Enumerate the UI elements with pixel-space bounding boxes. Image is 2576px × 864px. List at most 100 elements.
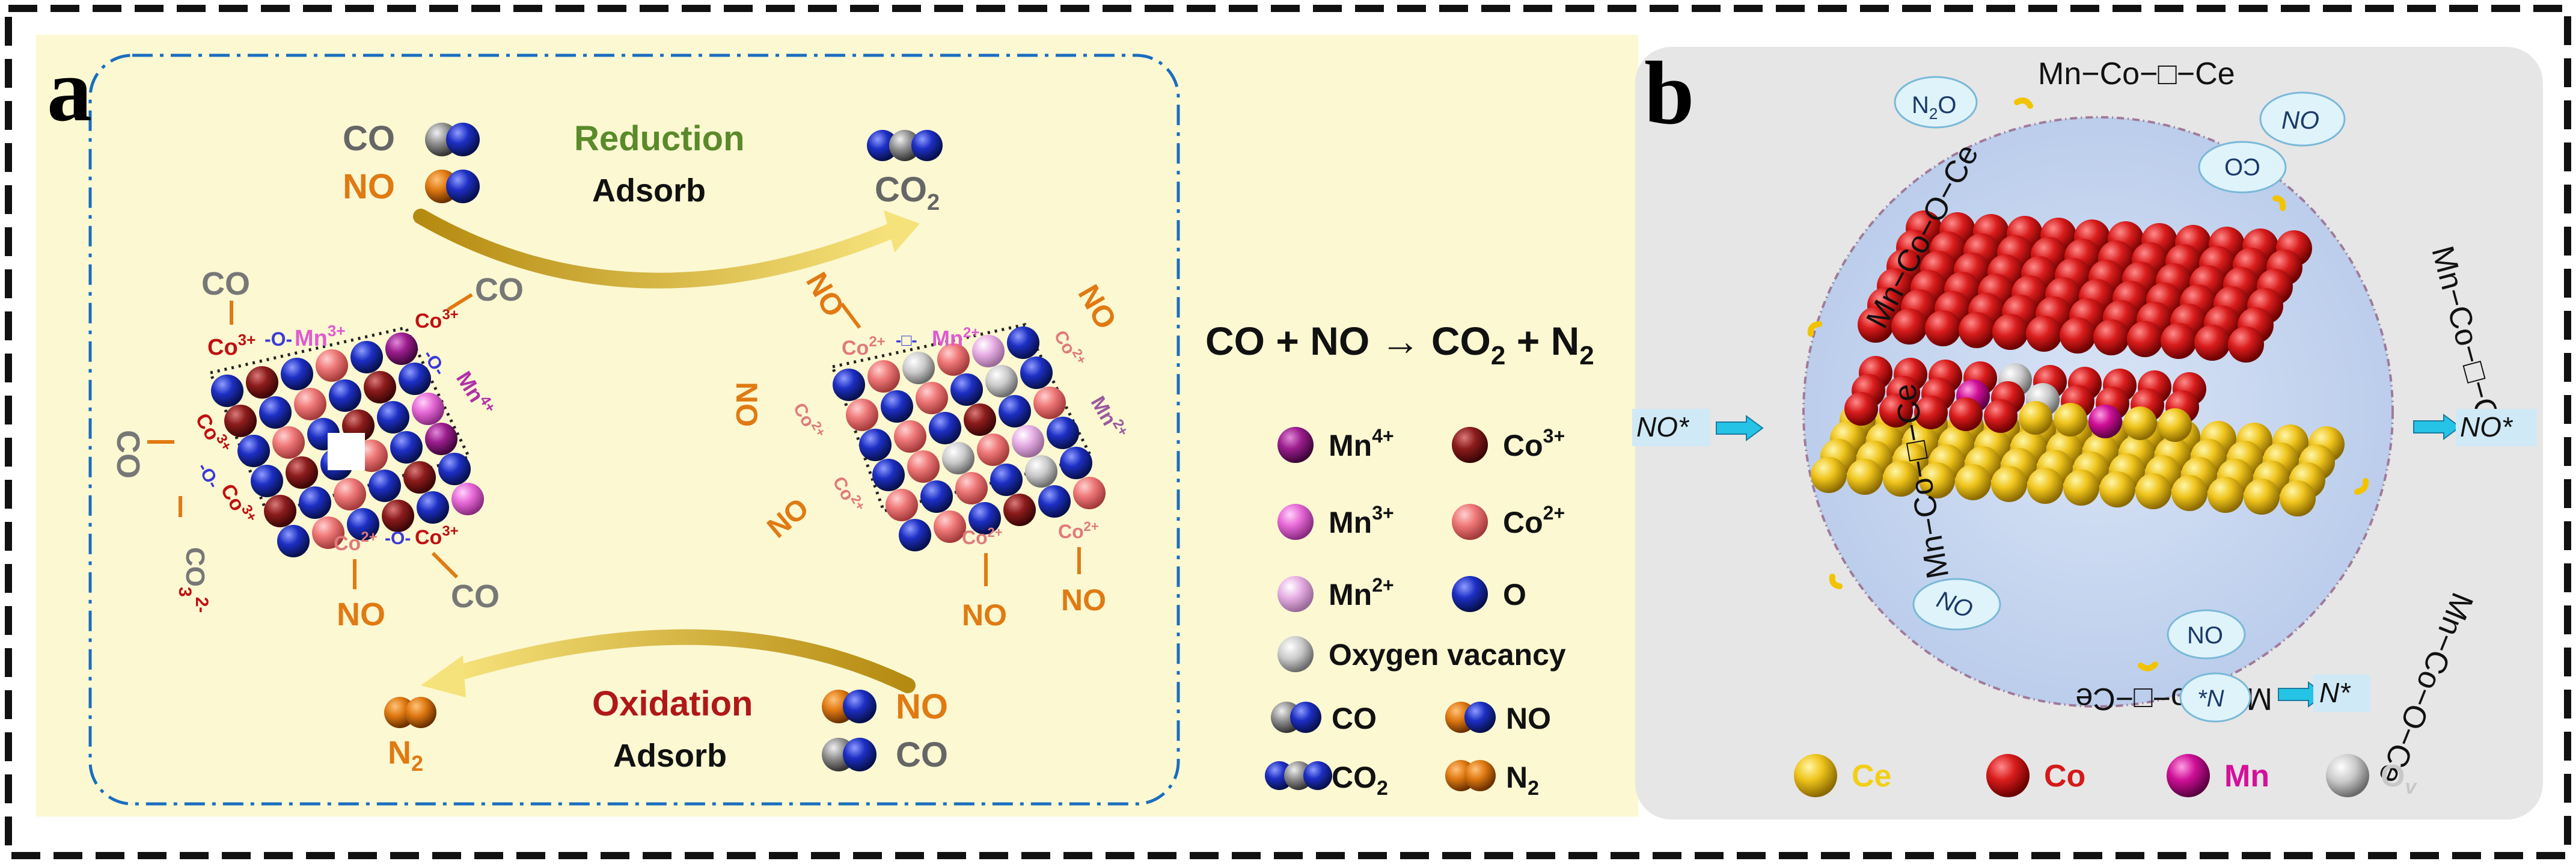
lattice-atom xyxy=(369,470,401,502)
panel-a-dashdot-frame xyxy=(88,54,1180,806)
top-reactants: CO NO Reduction Adsorb CO2 xyxy=(343,119,943,289)
layer-sphere xyxy=(2060,317,2096,354)
layer-sphere xyxy=(2280,480,2316,516)
lattice-atom xyxy=(977,434,1009,466)
legend-co-molecule xyxy=(1271,702,1321,733)
bottom-no-label: NO xyxy=(896,687,948,726)
oxidation-arrow xyxy=(449,629,916,693)
lattice-atom xyxy=(425,423,457,455)
legend-mn4-swatch xyxy=(1277,427,1314,463)
lattice-atom xyxy=(859,429,892,461)
lattice-atom xyxy=(272,426,305,459)
legend-mn3-label: Mn3+ xyxy=(1329,502,1394,539)
lattice-atom xyxy=(964,403,996,436)
oxidation-title: Oxidation xyxy=(592,684,753,723)
top-co2-label: CO2 xyxy=(875,170,940,215)
lattice-atom xyxy=(281,358,313,390)
bubble-n2o-text: N2O xyxy=(1912,92,1956,123)
layer-sphere xyxy=(2127,321,2163,357)
panel-b-legend: Ce Co Mn Ov xyxy=(1794,754,2417,798)
lattice-atom xyxy=(224,405,257,437)
lattice-atom xyxy=(999,395,1031,427)
lattice-atom xyxy=(916,382,948,414)
lattice-atom xyxy=(277,525,310,557)
right-cluster: NO Co2+ -□- Mn2+ NO Co2+ Mn2+ NO Co2+ Co… xyxy=(730,266,1131,632)
lattice-atom xyxy=(377,401,409,434)
ring-arrows xyxy=(1807,97,2369,672)
lattice-atom xyxy=(955,472,988,504)
legend-b-mn-label: Mn xyxy=(2224,759,2269,794)
rc-no-left: NO xyxy=(730,382,763,427)
lc-bond-bottom-co xyxy=(431,551,459,579)
lattice-atom xyxy=(390,431,423,464)
legend-mn4-label: Mn4+ xyxy=(1329,425,1394,462)
layer-sphere xyxy=(1992,314,2028,350)
legend-co2-swatch xyxy=(1452,504,1488,540)
lattice-atom xyxy=(968,502,1001,535)
layer-sphere xyxy=(1991,466,2027,502)
lattice-atom xyxy=(1012,425,1044,458)
panel-b: b Mn−Co−□−Ce Mn−Co−O−Ce Mn−Co−□−Ce Mn−Co… xyxy=(1632,43,2543,820)
ring-arrow-icon xyxy=(1829,574,1843,589)
legend-vacancy-swatch xyxy=(1277,636,1314,672)
right-cluster-frame xyxy=(830,323,1094,513)
lc-mn3-top: Mn3+ xyxy=(295,322,346,351)
layer-sphere xyxy=(2026,316,2062,352)
lattice-atom xyxy=(902,352,935,384)
layer-sphere xyxy=(2123,406,2157,440)
layer-sphere xyxy=(2019,401,2052,435)
layer-sphere xyxy=(1925,310,1961,346)
lattice-atom xyxy=(833,369,865,401)
lattice-atom xyxy=(942,442,974,474)
lc-o-top: -O- xyxy=(265,328,292,350)
top-co2-molecule xyxy=(867,130,943,161)
layer-sphere xyxy=(1847,459,1883,495)
lattice-atom xyxy=(907,450,940,483)
ring-arrow-icon xyxy=(1807,321,1822,337)
lattice-atom xyxy=(1033,387,1066,419)
lc-no-bottom: NO xyxy=(337,596,385,633)
bubble-no-bottom: NO xyxy=(2167,609,2246,660)
right-cluster-atoms xyxy=(833,326,1106,551)
lc-carbonate: CO32- xyxy=(175,547,212,613)
lattice-atom xyxy=(438,453,471,485)
lattice-atom xyxy=(251,465,283,497)
legend-co2-label: Co2+ xyxy=(1503,502,1565,539)
co-top-layer xyxy=(1858,210,2312,363)
bottom-oxidation: N2 Oxidation Adsorb NO CO xyxy=(384,629,948,776)
layer-sphere xyxy=(1949,397,1983,431)
rc-co2-br: Co2+ xyxy=(1058,519,1099,542)
lc-co3-top: Co3+ xyxy=(207,331,255,360)
legend-no-label: NO xyxy=(1506,702,1551,735)
bubble-n-bottom: *N xyxy=(2179,672,2251,723)
legend-b-ov-label: Ov xyxy=(2381,759,2417,798)
top-co-molecule xyxy=(425,123,480,156)
lattice-atom xyxy=(894,420,926,453)
panel-a-letter: a xyxy=(47,40,92,140)
legend-mn3-swatch xyxy=(1277,504,1314,540)
legend-b-ce-label: Ce xyxy=(1852,759,1891,794)
tag-right-text: NO* xyxy=(2460,411,2513,443)
layer-sphere xyxy=(1811,457,1847,493)
lattice-atom xyxy=(286,456,318,489)
legend-co2-mol-label: CO2 xyxy=(1332,761,1388,800)
lattice-atom xyxy=(934,510,966,543)
layer-sphere xyxy=(2228,326,2264,363)
rc-co2-bl: Co2+ xyxy=(962,525,1003,548)
bottom-n2-label: N2 xyxy=(388,735,423,776)
bottom-no-molecule xyxy=(822,690,877,723)
bubble-co-top: CO xyxy=(2198,141,2287,194)
bubble-n-bottom-text: *N xyxy=(2197,685,2224,712)
reduction-title: Reduction xyxy=(574,119,745,158)
ring-arrow-icon xyxy=(2354,478,2369,495)
lattice-atom xyxy=(937,343,970,376)
tag-left-text: NO* xyxy=(1636,411,1690,443)
lc-co-top: CO xyxy=(201,266,250,302)
lattice-atom xyxy=(299,486,331,519)
layer-sphere xyxy=(1879,394,1913,427)
lattice-atom xyxy=(1003,494,1036,526)
tag-bottom-text: N* xyxy=(2319,677,2351,708)
layer-sphere xyxy=(2207,477,2244,513)
legend-no-molecule xyxy=(1445,702,1496,733)
lattice-atom xyxy=(1038,485,1071,518)
